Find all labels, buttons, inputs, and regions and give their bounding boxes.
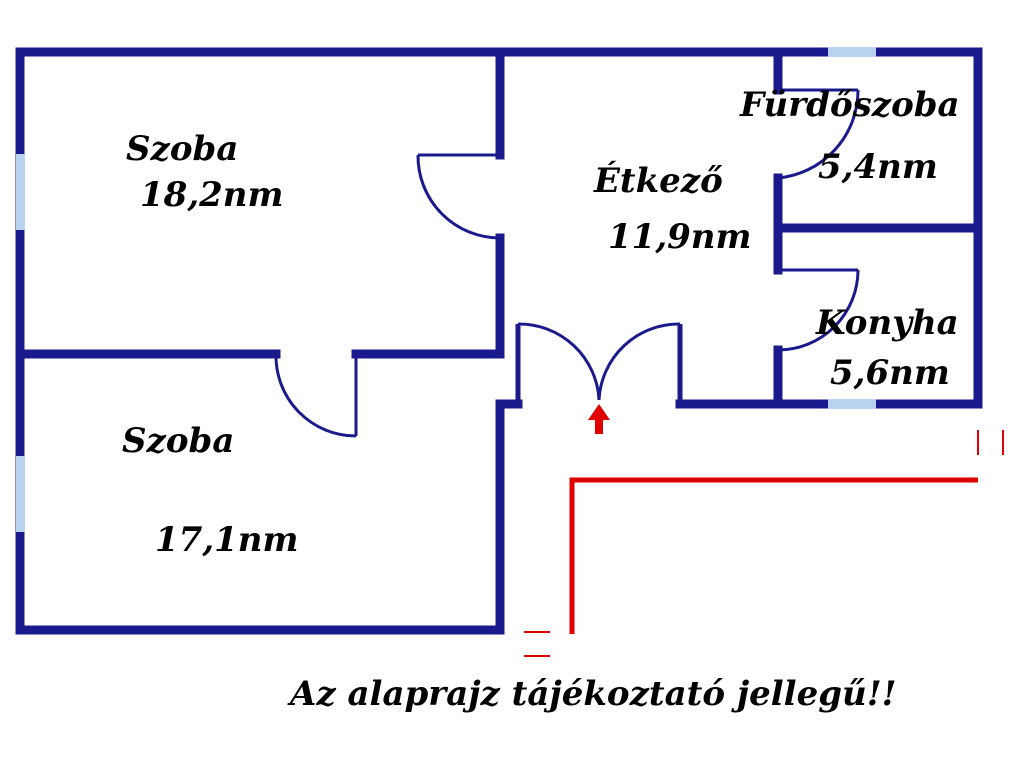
bathroom-name: Fürdőszoba [739, 85, 960, 125]
entrance-jambs [515, 324, 683, 404]
window-bottom-kitchen [828, 399, 876, 409]
room-bottom-left-area: 17,1nm [155, 520, 299, 560]
dining-area: 11,9nm [608, 217, 752, 257]
corridor-marking [524, 430, 1004, 657]
room-top-left-name: Szoba [126, 129, 238, 169]
entrance-door-right [597, 322, 681, 401]
entrance-arrow-icon [588, 404, 610, 434]
disclaimer-note: Az alaprajz tájékoztató jellegű!! [287, 674, 897, 714]
door-bottom-room [274, 353, 358, 438]
window-top-bathroom [828, 47, 876, 57]
window-left-upper [16, 154, 25, 230]
window-left-lower [16, 456, 25, 532]
room-top-left-area: 18,2nm [140, 175, 284, 215]
doors [274, 88, 860, 438]
room-bottom-left-name: Szoba [122, 421, 234, 461]
door-top-room [416, 153, 501, 240]
bathroom-area: 5,4nm [818, 147, 938, 187]
kitchen-name: Konyha [815, 303, 959, 343]
door-bathroom [777, 88, 860, 180]
dining-name: Étkező [593, 160, 723, 201]
door-kitchen [777, 268, 860, 352]
windows [16, 47, 876, 532]
entrance-door-left [517, 322, 601, 401]
corridor-line [569, 477, 978, 634]
kitchen-area: 5,6nm [830, 353, 950, 393]
